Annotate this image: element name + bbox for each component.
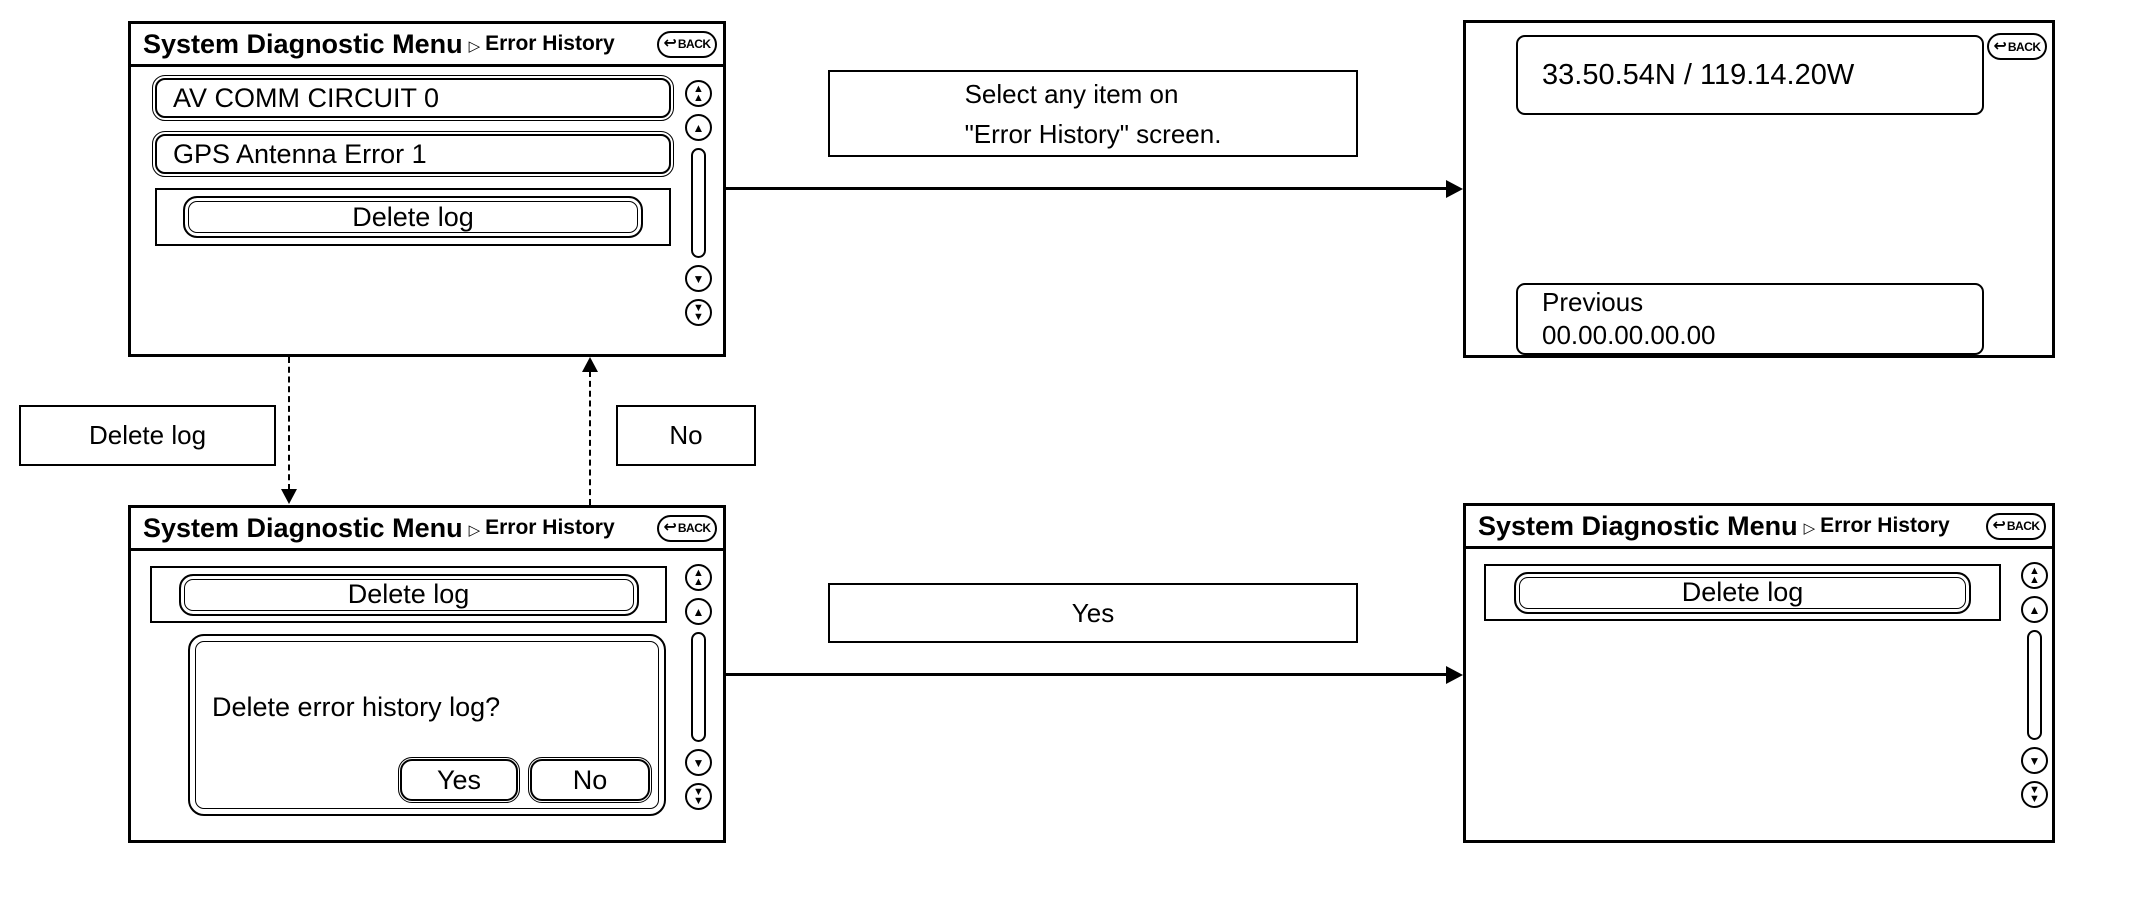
connector-no-line: [589, 371, 591, 505]
scroll-down-button[interactable]: ▼: [2021, 747, 2048, 774]
delete-log-button[interactable]: Delete log: [1514, 571, 1971, 614]
flow-label-line2: "Error History" screen.: [964, 118, 1222, 149]
delete-log-row: Delete log: [1484, 564, 2001, 621]
back-label: BACK: [677, 521, 711, 535]
back-label: BACK: [677, 37, 711, 51]
up-icon: ▲: [692, 120, 705, 135]
screen-delete-confirm: System Diagnostic Menu ▷ Error History ↩…: [128, 505, 726, 843]
scroll-page-down-button[interactable]: ▼▼: [685, 783, 712, 810]
up-icon: ▲: [2028, 602, 2041, 617]
down-icon: ▼: [692, 755, 705, 770]
scrollbar: ▲▲ ▲ ▼ ▼▼: [685, 80, 712, 326]
breadcrumb-separator-icon: ▷: [468, 37, 481, 55]
flow-label-delete-log: Delete log: [19, 405, 276, 466]
back-icon: ↩: [663, 35, 677, 52]
connector-select-item-line: [726, 187, 1448, 190]
list-item-gps-antenna-error[interactable]: GPS Antenna Error 1: [151, 130, 675, 178]
titlebar: System Diagnostic Menu ▷ Error History ↩…: [1466, 506, 2052, 549]
back-button[interactable]: ↩ BACK: [1986, 512, 2046, 540]
breadcrumb-separator-icon: ▷: [468, 521, 481, 539]
flow-label-yes: Yes: [828, 583, 1358, 643]
coordinates-display: 33.50.54N / 119.14.20W: [1516, 35, 1984, 115]
down-icon: ▼: [2028, 753, 2041, 768]
breadcrumb: Error History: [1820, 514, 1950, 537]
breadcrumb: Error History: [485, 516, 615, 539]
coordinates-value: 33.50.54N / 119.14.20W: [1542, 58, 1855, 91]
scrollbar-track[interactable]: [2027, 630, 2042, 740]
flow-label-line1: Select any item on: [964, 78, 1179, 109]
previous-label: Previous: [1542, 287, 1644, 317]
dialog-message: Delete error history log?: [212, 692, 501, 722]
no-label: No: [572, 764, 608, 795]
page-title: System Diagnostic Menu: [143, 512, 463, 543]
scroll-page-down-button[interactable]: ▼▼: [2021, 781, 2048, 808]
scroll-up-button[interactable]: ▲: [2021, 596, 2048, 623]
delete-log-label: Delete log: [352, 201, 474, 232]
arrow-right-icon: [1446, 179, 1463, 198]
scrollbar: ▲▲ ▲ ▼ ▼▼: [2021, 562, 2048, 808]
scroll-up-button[interactable]: ▲: [685, 114, 712, 141]
up-icon: ▲: [692, 604, 705, 619]
back-icon: ↩: [663, 519, 677, 536]
double-down-icon: ▼: [693, 301, 704, 314]
back-label: BACK: [2006, 519, 2040, 533]
page-title: System Diagnostic Menu: [1478, 510, 1798, 541]
double-down-icon: ▼: [2029, 783, 2040, 796]
double-up-icon: ▲: [693, 82, 704, 95]
connector-yes-line: [726, 673, 1448, 676]
double-up-icon: ▲: [2029, 564, 2040, 577]
delete-log-label: Delete log: [347, 579, 470, 609]
scroll-down-button[interactable]: ▼: [685, 265, 712, 292]
previous-value: 00.00.00.00.00: [1542, 320, 1716, 350]
titlebar: System Diagnostic Menu ▷ Error History ↩…: [131, 24, 723, 67]
back-icon: ↩: [1992, 517, 2006, 534]
delete-log-button[interactable]: Delete log: [183, 196, 643, 238]
titlebar: System Diagnostic Menu ▷ Error History ↩…: [131, 508, 723, 551]
connector-delete-log-line: [288, 357, 290, 490]
list-item-label: GPS Antenna Error 1: [173, 138, 427, 169]
list-item-av-comm-circuit[interactable]: AV COMM CIRCUIT 0: [151, 74, 675, 122]
scroll-page-down-button[interactable]: ▼▼: [685, 299, 712, 326]
delete-log-row: Delete log: [150, 566, 667, 623]
no-button[interactable]: No: [527, 756, 653, 804]
scroll-up-button[interactable]: ▲: [685, 598, 712, 625]
scroll-page-up-button[interactable]: ▲▲: [2021, 562, 2048, 589]
scroll-page-up-button[interactable]: ▲▲: [685, 564, 712, 591]
back-label: BACK: [2007, 39, 2041, 54]
breadcrumb-separator-icon: ▷: [1803, 519, 1816, 537]
scroll-page-up-button[interactable]: ▲▲: [685, 80, 712, 107]
previous-coordinates-display: Previous 00.00.00.00.00: [1516, 283, 1984, 355]
page-title: System Diagnostic Menu: [143, 28, 463, 59]
yes-label: Yes: [436, 764, 482, 795]
back-button[interactable]: ↩ BACK: [657, 514, 717, 542]
double-down-icon: ▼: [693, 785, 704, 798]
arrow-up-icon: [582, 357, 598, 372]
screen-error-history: System Diagnostic Menu ▷ Error History ↩…: [128, 21, 726, 357]
back-button[interactable]: ↩ BACK: [657, 30, 717, 58]
arrow-down-icon: [281, 489, 297, 504]
scrollbar-track[interactable]: [691, 632, 706, 742]
screen-error-history-cleared: System Diagnostic Menu ▷ Error History ↩…: [1463, 503, 2055, 843]
dialog-buttons: Yes No: [397, 756, 653, 804]
yes-button[interactable]: Yes: [397, 756, 521, 804]
list-item-label: AV COMM CIRCUIT 0: [173, 82, 440, 113]
back-icon: ↩: [1993, 37, 2007, 55]
scrollbar: ▲▲ ▲ ▼ ▼▼: [685, 564, 712, 810]
down-icon: ▼: [692, 271, 705, 286]
delete-log-label: Delete log: [1681, 577, 1804, 607]
flow-label-no: No: [616, 405, 756, 466]
back-button[interactable]: ↩ BACK: [1987, 33, 2047, 60]
breadcrumb: Error History: [485, 32, 615, 55]
screen-error-detail: ↩ BACK 33.50.54N / 119.14.20W Previous 0…: [1463, 20, 2055, 358]
flow-label-select-item: Select any item on "Error History" scree…: [828, 70, 1358, 157]
double-up-icon: ▲: [693, 566, 704, 579]
delete-log-row: Delete log: [155, 188, 671, 246]
delete-log-button[interactable]: Delete log: [178, 573, 639, 616]
scroll-down-button[interactable]: ▼: [685, 749, 712, 776]
arrow-right-icon: [1446, 665, 1463, 684]
confirm-dialog: Delete error history log? Yes No: [188, 634, 666, 816]
scrollbar-track[interactable]: [691, 148, 706, 258]
